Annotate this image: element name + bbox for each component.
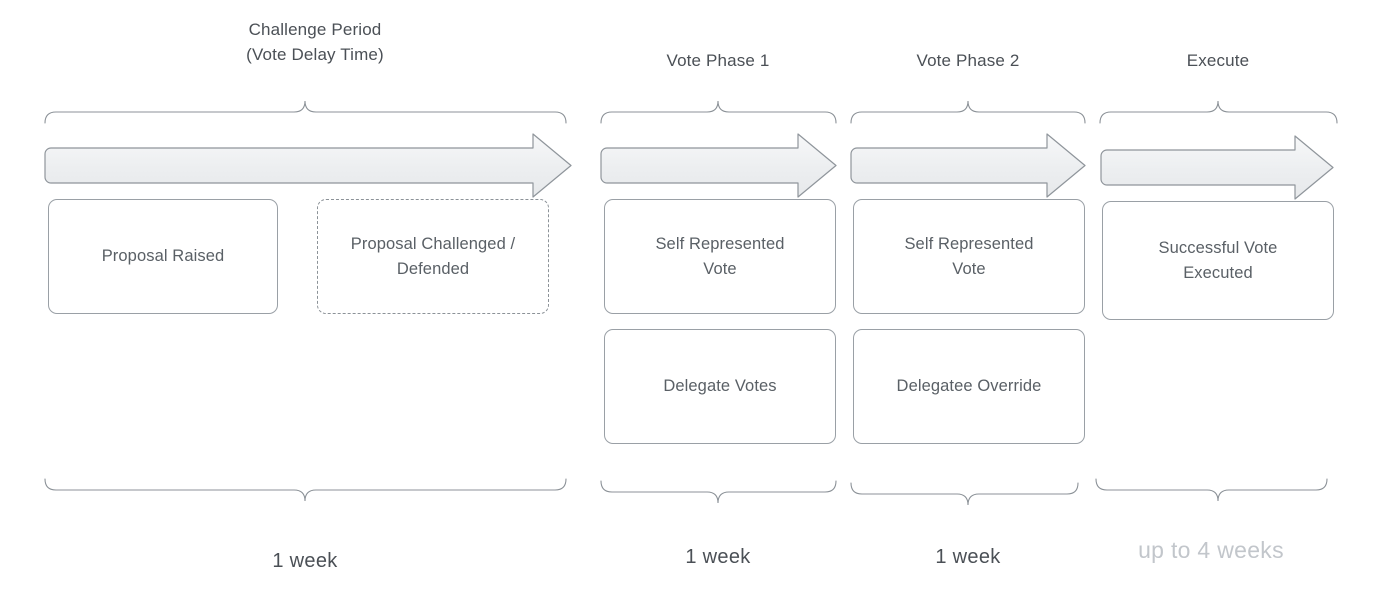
duration-label-vote-phase-1: 1 week xyxy=(685,546,751,568)
phase-arrow-group xyxy=(44,133,1334,200)
step-box-delegatee-override[interactable]: Delegatee Override xyxy=(853,329,1085,444)
top-brace-vote-phase-2 xyxy=(850,100,1086,124)
step-box-label: Delegatee Override xyxy=(896,377,1042,395)
step-box-label: Proposal Raised xyxy=(101,247,225,265)
top-brace-vote-phase-1 xyxy=(600,100,837,124)
bottom-brace-vote-phase-2 xyxy=(850,482,1079,506)
duration-label-vote-phase-2: 1 week xyxy=(935,546,1001,568)
bottom-brace-vote-phase-1 xyxy=(600,480,837,504)
phase-arrow-vote-phase-2 xyxy=(850,133,1086,198)
phase-title-challenge-period: Challenge Period (Vote Delay Time) xyxy=(246,20,384,64)
step-box-self-represented-vote-1[interactable]: Self Represented Vote xyxy=(604,199,836,314)
step-box-label: Proposal Challenged / Defended xyxy=(350,234,516,278)
phase-title-vote-phase-1: Vote Phase 1 xyxy=(666,51,770,70)
step-box-proposal-challenged-defended[interactable]: Proposal Challenged / Defended xyxy=(317,199,549,314)
bottom-brace-challenge-period xyxy=(44,478,567,502)
step-box-label: Successful Vote Executed xyxy=(1158,238,1278,282)
step-box-self-represented-vote-2[interactable]: Self Represented Vote xyxy=(853,199,1085,314)
phase-arrow-vote-phase-1 xyxy=(600,133,837,198)
phase-arrow-execute xyxy=(1100,135,1334,200)
duration-label-challenge-period: 1 week xyxy=(272,550,338,572)
step-box-successful-vote-executed[interactable]: Successful Vote Executed xyxy=(1102,201,1334,320)
step-box-label: Self Represented Vote xyxy=(904,234,1034,278)
phase-title-execute: Execute xyxy=(1186,51,1250,70)
top-brace-execute xyxy=(1099,100,1338,124)
bottom-brace-group xyxy=(44,478,1328,506)
bottom-brace-execute xyxy=(1095,478,1328,502)
step-box-label: Delegate Votes xyxy=(663,377,777,395)
phase-arrow-challenge-period xyxy=(44,133,572,198)
phase-title-vote-phase-2: Vote Phase 2 xyxy=(916,51,1020,70)
duration-label-execute: up to 4 weeks xyxy=(1138,537,1284,563)
step-box-proposal-raised[interactable]: Proposal Raised xyxy=(48,199,278,314)
step-box-label: Self Represented Vote xyxy=(655,234,785,278)
top-brace-group xyxy=(44,100,1338,124)
top-brace-challenge-period xyxy=(44,100,567,124)
step-box-delegate-votes[interactable]: Delegate Votes xyxy=(604,329,836,444)
